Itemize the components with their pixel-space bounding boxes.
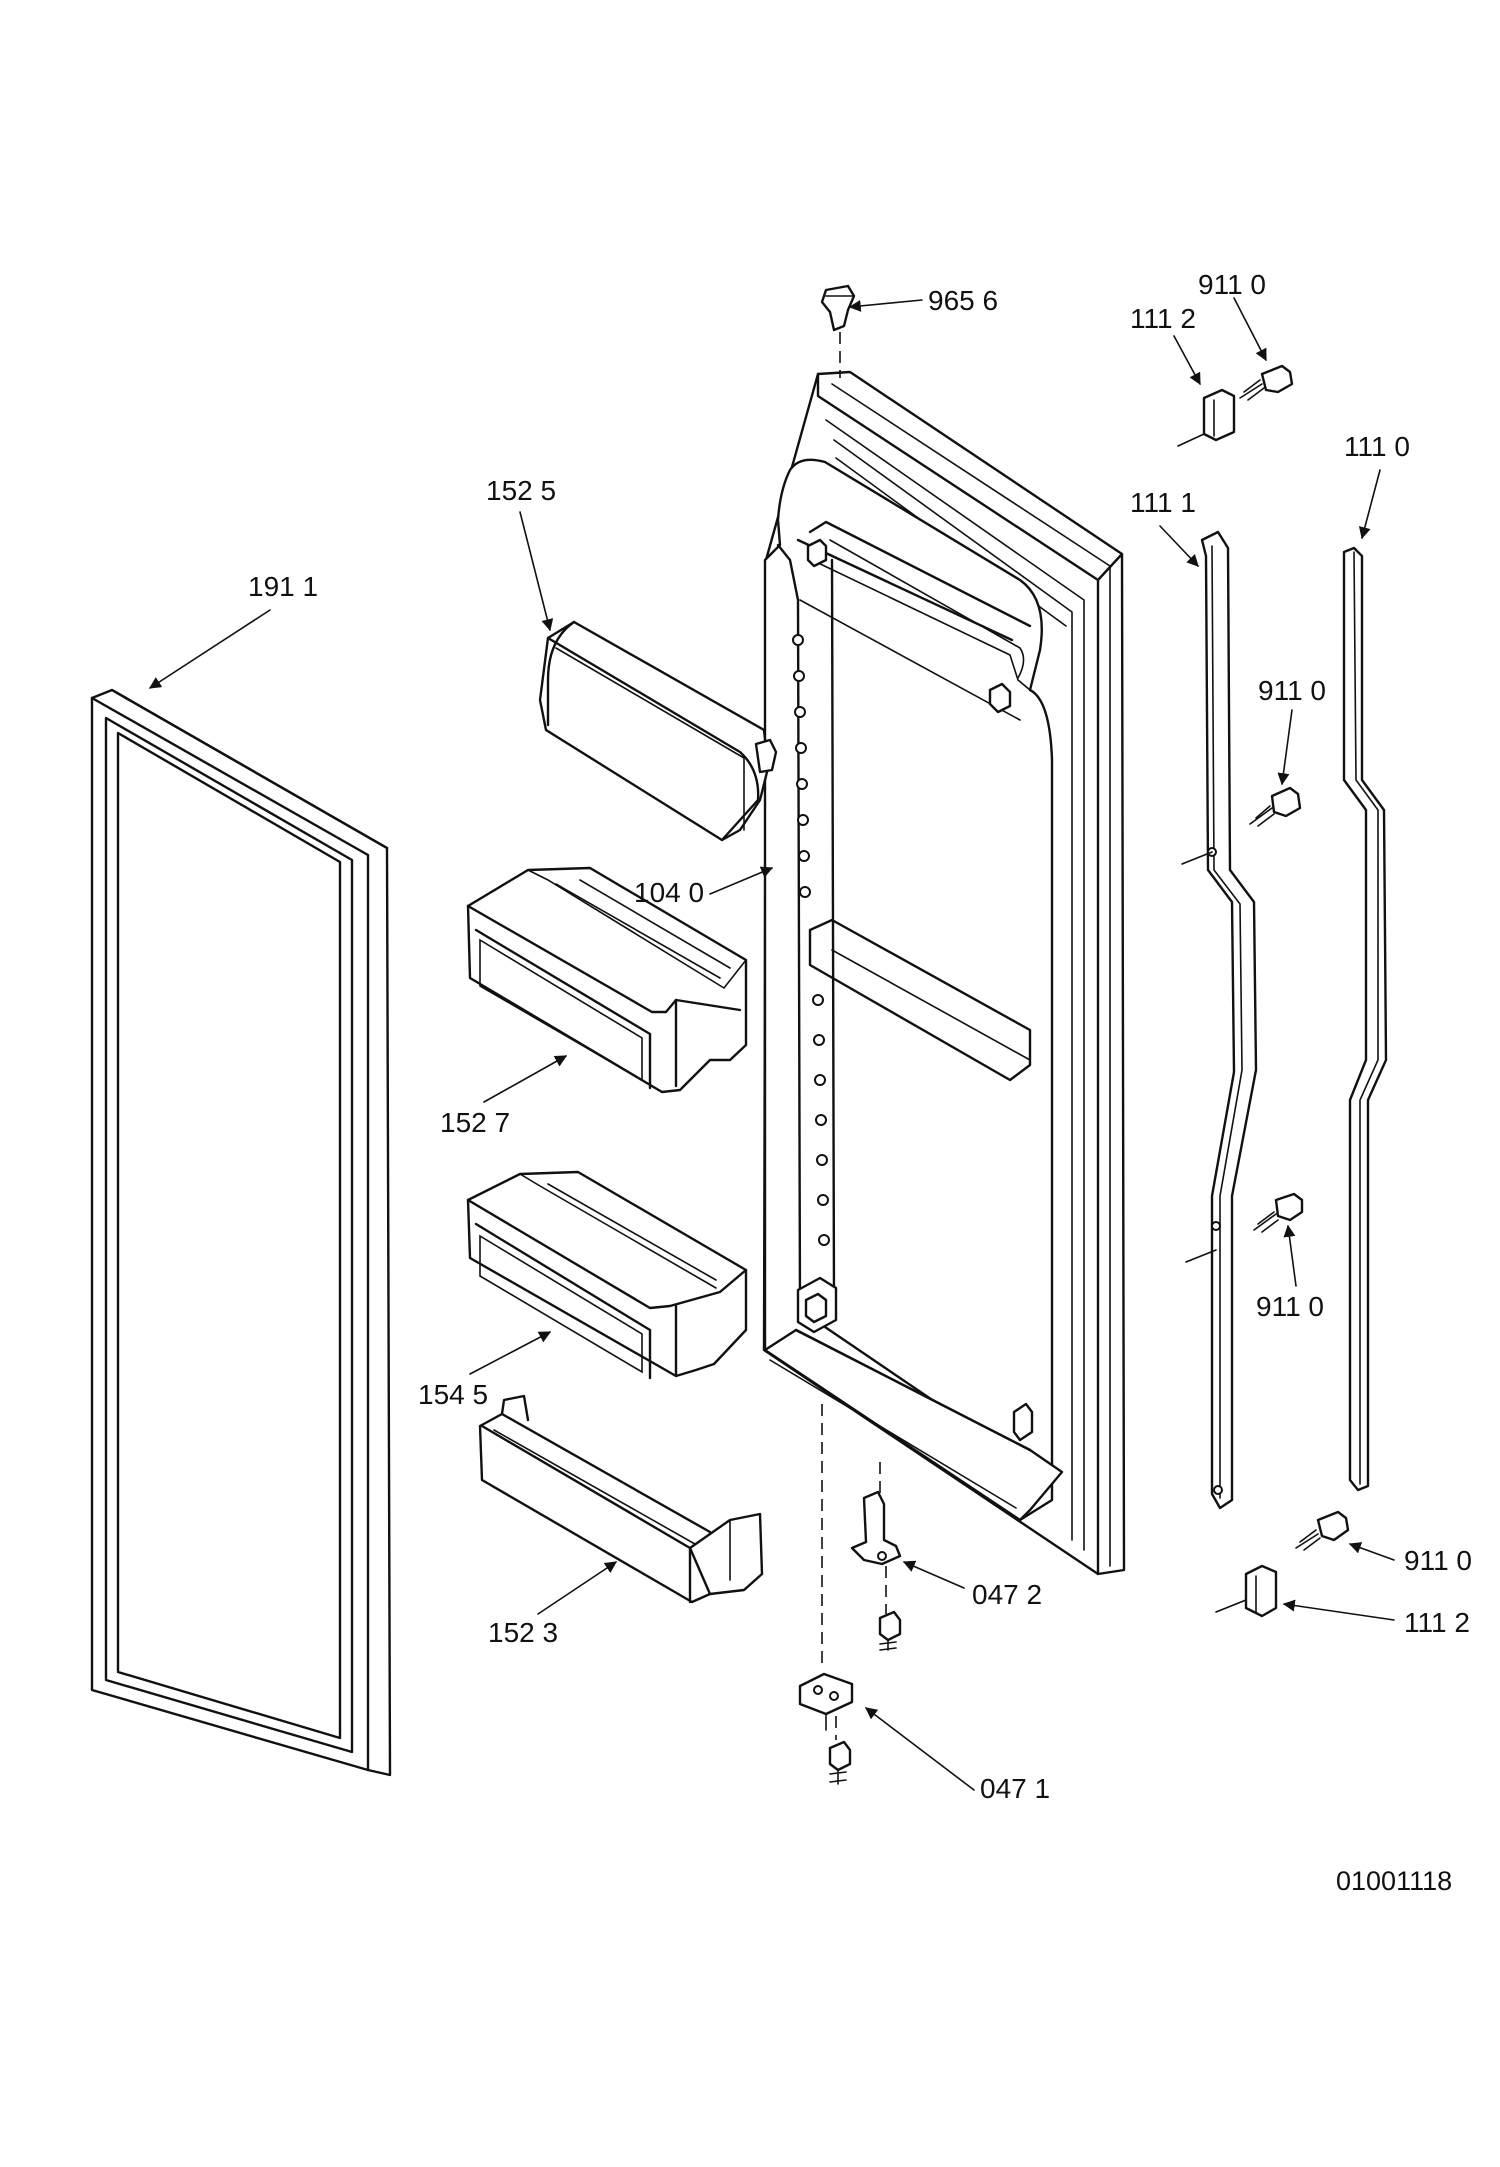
screw-low <box>1253 1192 1304 1233</box>
hinge-lower <box>798 1404 854 1785</box>
shelf-peg-holes <box>792 634 830 1246</box>
label-047-1: 047 1 <box>980 1773 1050 1804</box>
screw-top <box>1239 364 1294 401</box>
label-047-2: 047 2 <box>972 1579 1042 1610</box>
hinge-upper <box>850 1462 902 1651</box>
label-911-0-mid: 911 0 <box>1258 675 1326 706</box>
screw-mid <box>1249 786 1302 827</box>
door-bin-bottom <box>478 1394 764 1604</box>
label-152-3: 152 3 <box>488 1617 558 1648</box>
label-911-0-top: 911 0 <box>1198 269 1266 300</box>
door-liner <box>762 370 1126 1576</box>
label-111-2-top: 111 2 <box>1130 303 1196 334</box>
door-bin-upper <box>466 866 748 1094</box>
label-154-5: 154 5 <box>418 1379 488 1410</box>
label-152-5: 152 5 <box>486 475 556 506</box>
door-bin-cover <box>538 620 778 842</box>
door-gasket <box>90 688 392 1777</box>
drawing-number: 01001118 <box>1336 1866 1452 1896</box>
label-911-0-low: 911 0 <box>1256 1291 1324 1322</box>
callout-labels: 965 6 911 0 111 2 111 0 111 1 152 5 191 … <box>248 269 1472 1896</box>
leader-lines <box>148 297 1395 1791</box>
label-191-1: 191 1 <box>248 571 318 602</box>
label-152-7: 152 7 <box>440 1107 510 1138</box>
label-111-2-bot: 111 2 <box>1404 1607 1470 1638</box>
label-965-6: 965 6 <box>928 285 998 316</box>
door-plug <box>820 284 856 378</box>
label-104-0: 104 0 <box>634 877 704 908</box>
door-handle-trim <box>1181 530 1258 1510</box>
label-111-1: 111 1 <box>1130 487 1196 518</box>
label-111-0: 111 0 <box>1344 431 1410 462</box>
hinge-cover-top <box>1177 388 1236 447</box>
handle-strip <box>1342 546 1388 1492</box>
hinge-cover-bottom <box>1215 1564 1278 1618</box>
label-911-0-bot: 911 0 <box>1404 1545 1472 1576</box>
door-bin-lower <box>466 1170 748 1380</box>
screw-bottom <box>1295 1510 1350 1551</box>
